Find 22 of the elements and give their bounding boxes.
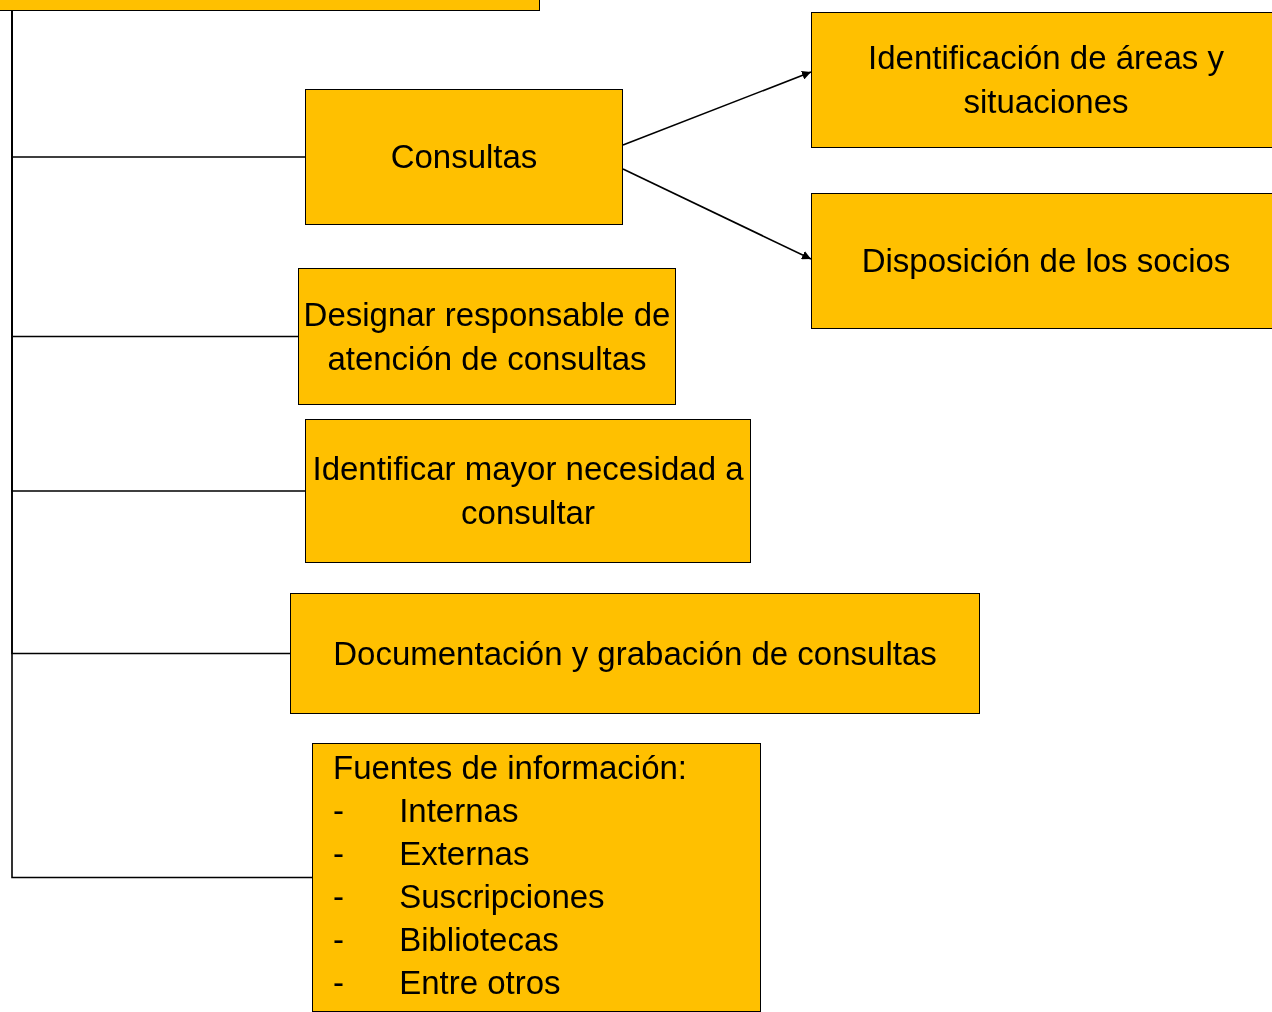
list-item: - Internas xyxy=(333,791,519,831)
list-item: - Bibliotecas xyxy=(333,920,559,960)
box-label: Disposición de los socios xyxy=(861,241,1231,281)
box-heading: Fuentes de información: xyxy=(333,748,688,788)
arrow xyxy=(622,168,812,260)
process-box xyxy=(811,12,1272,148)
box-label: Designar responsable de atención de consultas xyxy=(302,294,672,379)
list-item: - Externas xyxy=(333,834,530,874)
box-label: Documentación y grabación de consultas xyxy=(333,633,937,674)
process-box xyxy=(811,193,1272,329)
arrow xyxy=(622,71,812,146)
process-box xyxy=(290,593,980,714)
box-label: Consultas xyxy=(390,137,538,177)
box-label: Identificación de áreas y situaciones xyxy=(867,38,1225,122)
box-label: Identificar mayor necesidad a consultar xyxy=(311,449,745,533)
box-shape xyxy=(0,0,540,11)
list-item: - Suscripciones xyxy=(333,877,605,917)
process-box xyxy=(305,419,751,563)
process-box xyxy=(305,89,623,225)
process-box xyxy=(298,268,676,405)
list-item: - Entre otros xyxy=(333,963,561,1003)
process-box xyxy=(312,743,761,1012)
